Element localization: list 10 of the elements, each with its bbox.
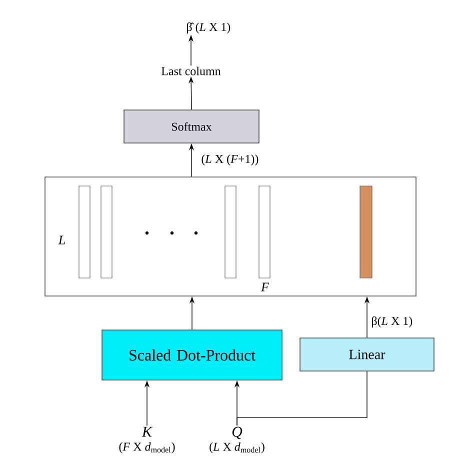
edge-label: β(L X 1)	[372, 316, 412, 328]
input-label: Q (L X d$_{model}$)	[210, 426, 264, 454]
matrix-box: L F	[44, 176, 416, 296]
process-box: Softmax	[124, 110, 260, 144]
process-box: Scaled Dot-Product	[102, 330, 282, 380]
process-box: Linear	[300, 338, 434, 372]
text-label: β̂ (L X 1)	[186, 22, 230, 34]
edge-label: (L X (F+1))	[202, 154, 258, 166]
text-label: Last column	[162, 66, 221, 76]
input-label: K (F X d$_{model}$)	[119, 426, 175, 454]
